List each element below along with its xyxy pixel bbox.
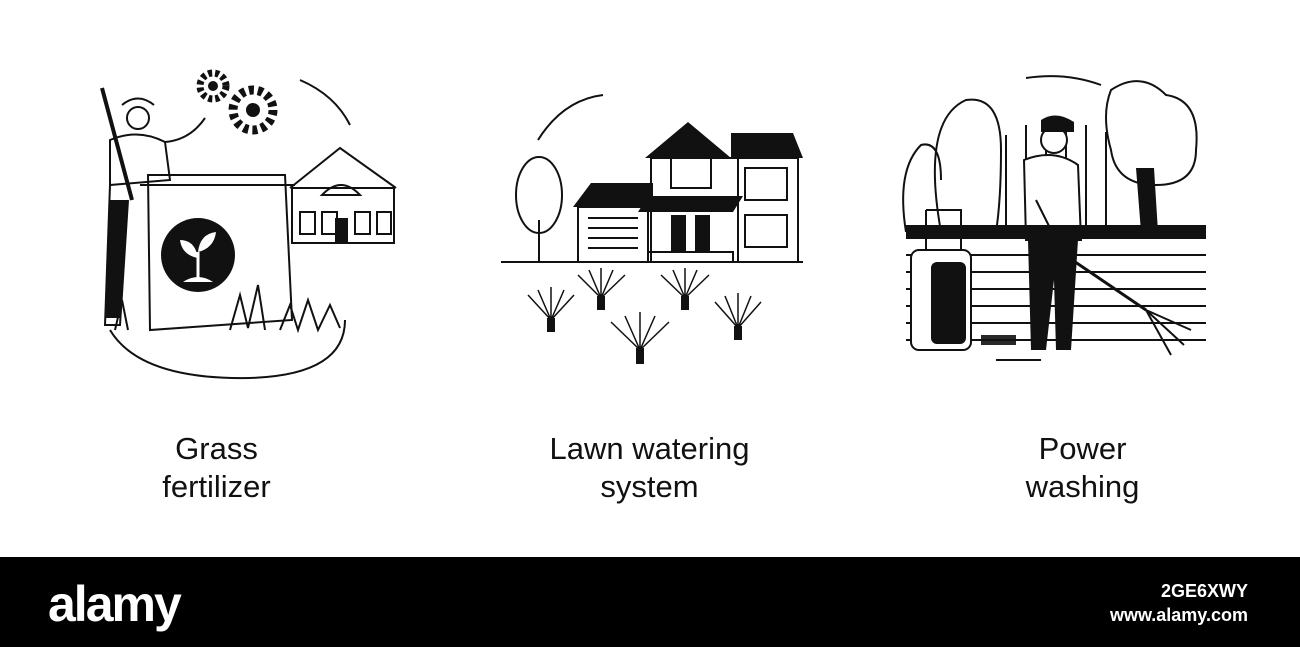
caption-line-2: system bbox=[600, 469, 699, 504]
caption-line-1: Power bbox=[1038, 431, 1127, 466]
caption-line-2: washing bbox=[1025, 469, 1140, 504]
site-url: www.alamy.com bbox=[1109, 605, 1248, 625]
lawn-watering-illustration bbox=[501, 94, 803, 364]
caption-lawn-watering: Lawn watering system bbox=[433, 430, 866, 506]
caption-line-1: Lawn watering bbox=[549, 431, 750, 466]
panel-power-washing: Power washing bbox=[866, 0, 1299, 557]
watermark-bar: alamy 2GE6XWY www.alamy.com bbox=[0, 557, 1300, 647]
image-id: 2GE6XWY bbox=[1160, 581, 1248, 601]
caption-line-2: fertilizer bbox=[162, 469, 271, 504]
caption-grass-fertilizer: Grass fertilizer bbox=[0, 430, 433, 506]
panel-lawn-watering: Lawn watering system bbox=[433, 0, 866, 557]
caption-line-1: Grass bbox=[175, 431, 258, 466]
grass-fertilizer-illustration bbox=[100, 69, 397, 380]
caption-power-washing: Power washing bbox=[866, 430, 1299, 506]
panel-grass-fertilizer: Grass fertilizer bbox=[0, 0, 433, 557]
power-washing-illustration bbox=[902, 75, 1206, 361]
image-id-block: 2GE6XWY www.alamy.com bbox=[1110, 579, 1248, 627]
alamy-logo: alamy bbox=[48, 576, 182, 632]
